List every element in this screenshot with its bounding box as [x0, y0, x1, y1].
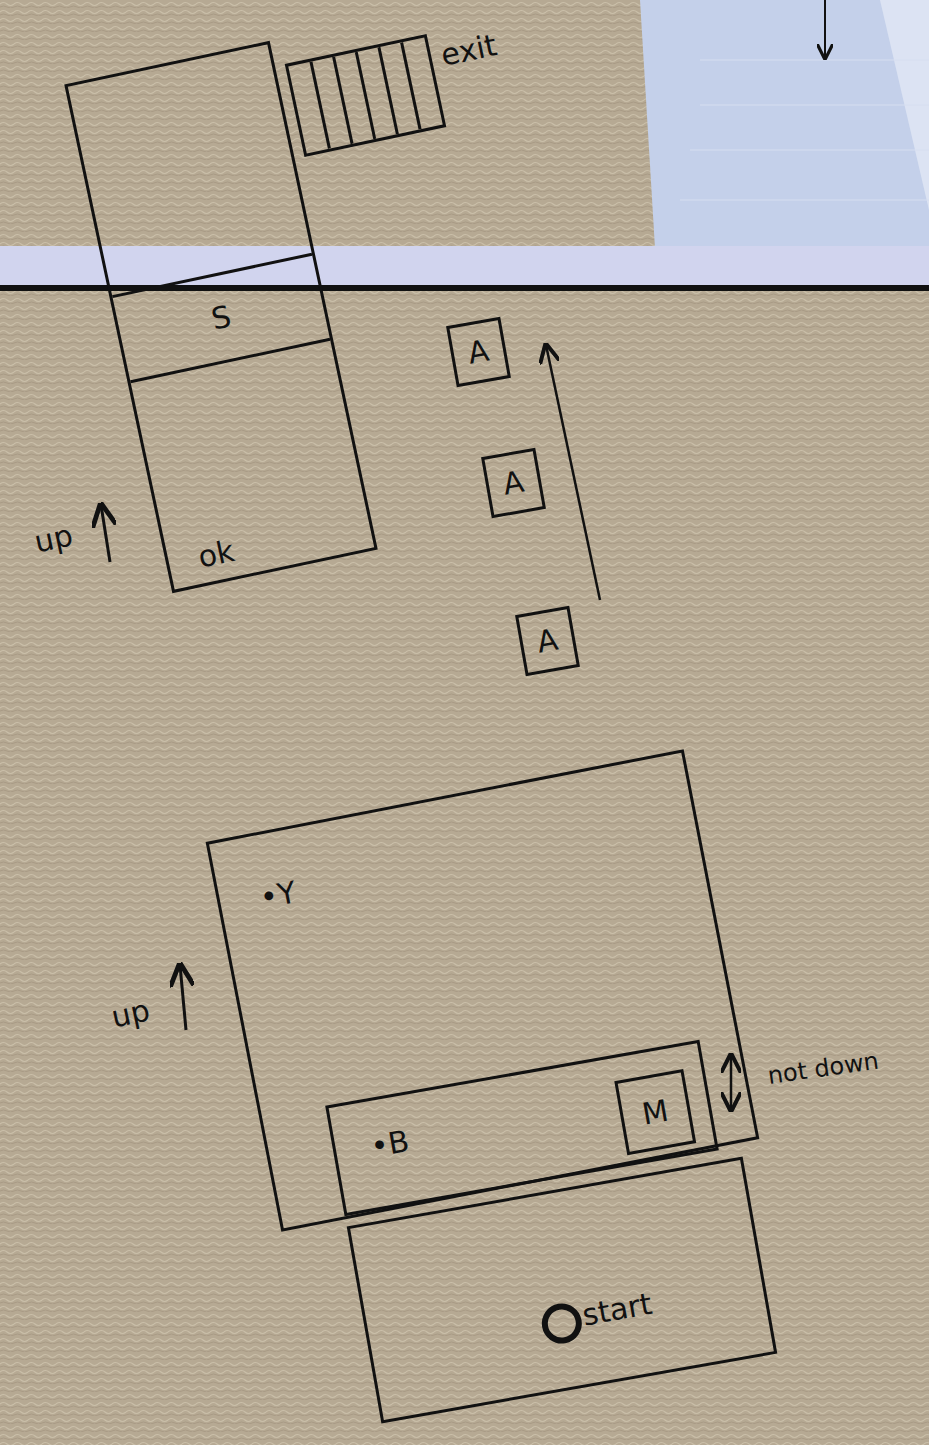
stair-step	[333, 56, 352, 143]
block-a: A	[446, 317, 511, 388]
strip-room: M •B	[325, 1040, 719, 1216]
down-arrow	[824, 0, 826, 58]
start-marker	[536, 1298, 587, 1349]
map-text: A	[500, 464, 526, 503]
direction-note: up	[31, 517, 76, 560]
stair-step	[401, 42, 420, 129]
start-circle	[542, 1304, 581, 1343]
map-text: M	[639, 1092, 671, 1132]
map-text: •Y	[256, 874, 298, 916]
map-text: start	[580, 1286, 655, 1334]
path-arrow	[546, 345, 600, 600]
divider-line	[0, 285, 929, 291]
building-outline: Sok	[64, 41, 378, 593]
room-outline: •Y	[205, 749, 759, 1232]
exit-stairs: exit	[284, 33, 446, 156]
up-arrow	[101, 505, 110, 562]
stair-step	[378, 47, 397, 134]
map-text: A	[534, 622, 560, 661]
blue-area	[640, 0, 929, 248]
map-text: A	[465, 333, 491, 372]
stairs-steps	[288, 37, 442, 153]
map-text: ok	[195, 533, 237, 576]
stair-step	[356, 51, 375, 138]
stair-step	[310, 61, 329, 148]
up-arrow	[180, 965, 186, 1030]
double-arrow	[730, 1055, 733, 1110]
block-a: A	[515, 606, 580, 677]
map-text: S	[208, 298, 234, 337]
item-box: M	[614, 1069, 696, 1155]
block-a: A	[481, 448, 546, 519]
map-text: exit	[437, 27, 499, 74]
start-room: start	[347, 1157, 778, 1424]
direction-note: up	[108, 992, 153, 1035]
band-room: S	[112, 253, 330, 383]
warning-note: not down	[766, 1047, 881, 1091]
blue-area-lines	[680, 60, 929, 200]
lavender-bar	[0, 246, 929, 286]
map-text: •B	[368, 1123, 412, 1165]
